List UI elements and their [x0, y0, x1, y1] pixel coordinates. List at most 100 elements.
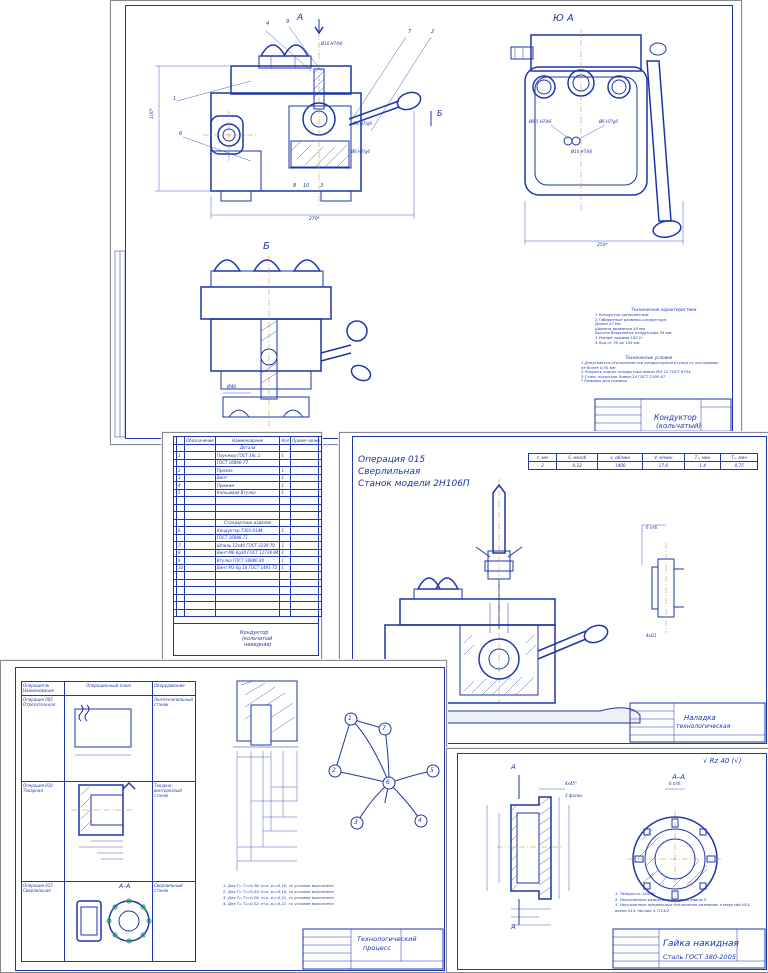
spec-name: Винт М3-6g 18 ГОСТ 1491-72: [214, 563, 281, 572]
jig-pos-3: 3: [320, 183, 324, 189]
spec-table: Обозначение Наименование Кол Приме-чание…: [173, 436, 322, 617]
jig-fit-6: Ø10 H7/k6: [571, 149, 593, 154]
spec-section-std: Стандартные изделия: [214, 518, 281, 527]
graph-node-1: 1: [348, 715, 352, 722]
spec-header-qty: Кол: [279, 436, 292, 445]
jig-subtitle: (кольчатый): [656, 422, 702, 430]
setup-op-name: Сверлильная: [358, 467, 421, 477]
graph-node-6: 6: [386, 779, 390, 786]
spec-name: Плунжер ГОСТ 16с.1: [214, 451, 281, 460]
nut-notes: 1. Твёрдость 130НВ 2. Неуказанные радиус…: [615, 891, 751, 913]
process-subtitle: процесс: [363, 944, 391, 952]
jig-dim-100: 100*: [149, 108, 155, 119]
nut-view-a-bottom: А: [511, 923, 516, 931]
tech-req-line: 1 Допускается отклонение оси кондукторно…: [581, 360, 719, 365]
spec-header-name: Наименование: [214, 436, 281, 445]
tech-req-line: 3 Сталь покрытия Ливна-24 ГОСТ 2190-87: [581, 373, 666, 379]
sheet-process: Операция № Наименование Операционный эск…: [0, 660, 447, 973]
jig-view-a-title: Ю А: [553, 13, 574, 24]
spec-header-note: Приме-чание: [290, 436, 322, 445]
tech-char-line: Высота Вешалевых кондуктора 35 мм: [595, 330, 672, 336]
process-drawing: [71, 680, 444, 970]
jig-fit-4: Ø6 H7/g6: [599, 119, 618, 124]
setup-subtitle: технологическая: [676, 723, 731, 730]
spec-title-block: Кондуктор (кольчатый накидная): [173, 623, 319, 656]
setup-sketch-dim-2: 4xΩ1: [646, 633, 657, 638]
sheet-setup: t, мм S, мм/об v, об/мин V, м/мин Tₒ, ми…: [339, 432, 768, 750]
process-section-aa: А–А: [119, 883, 131, 890]
spec-qty: 1: [279, 556, 292, 565]
jig-dim-d40: Ø40: [227, 385, 237, 390]
spec-name: Кондуктор 7303-0144: [214, 526, 281, 535]
spec-name: Кольцевая Втулка: [214, 488, 281, 497]
spec-subtitle: (кольчатый: [242, 636, 273, 642]
spec-pos: 8: [175, 548, 186, 557]
graph-node-3: 3: [354, 819, 358, 826]
jig-pos-2: 2: [431, 29, 435, 35]
jig-pos-4: 4: [266, 21, 270, 27]
spec-pos: 9: [175, 556, 186, 565]
sheet-specification: Обозначение Наименование Кол Приме-чание…: [162, 432, 322, 662]
tech-req-line: 2 Покрыть корпус кондуктора эмаль МЛ-12 …: [581, 369, 691, 375]
route-op-equip: Ленточнопильный станок: [152, 695, 196, 782]
nut-material: Сталь ГОСТ 380-2005: [663, 953, 736, 961]
setup-sketch-dim: 6 отб.: [646, 525, 659, 530]
tech-char-line: 3 Усилие зажима 162 Н: [595, 334, 642, 340]
nut-note: 3. Неуказанные предельные отклонения раз…: [615, 902, 751, 907]
mode-value: 0,75: [720, 461, 758, 470]
spec-pos: 10: [175, 563, 186, 572]
spec-name: Призма: [214, 466, 281, 475]
spec-pos: 2: [175, 466, 186, 475]
setup-mode-table: t, мм S, мм/об v, об/мин V, м/мин Tₒ, ми…: [528, 453, 758, 470]
jig-tech-req-list: 1 Допускается отклонение оси кондукторно…: [581, 360, 719, 384]
nut-roughness: √ Rz 40 (√): [703, 757, 742, 765]
jig-pos-8: 8: [293, 183, 297, 189]
spec-qty: 1: [279, 466, 292, 475]
route-op-equip: Сверлильный станок: [152, 881, 196, 962]
jig-tech-char-list: 1 Кондуктор однокантный 2 Габаритные раз…: [595, 312, 672, 345]
sheet-jig-assembly: А Ю А Б Б 4 9 7 2 1 6 8 10 3 Ø10 H7/h6 Ø…: [110, 0, 742, 445]
graph-node-2: 2: [332, 767, 336, 774]
spec-pos: 7: [175, 541, 186, 550]
spec-qty: 1: [279, 548, 292, 557]
jig-pos-1: 1: [173, 96, 177, 102]
process-note: 1. Для T₁: T₁=0,36; m.к. p₀=0,16, то усл…: [223, 883, 334, 888]
spec-header-designation: Обозначение: [184, 436, 216, 445]
jig-tech-char-title: Технические характеристики: [631, 307, 697, 312]
spec-subtitle-2: накидная): [244, 642, 272, 648]
jig-section-b-label: Б: [437, 109, 443, 118]
graph-node-7: 7: [382, 725, 386, 732]
mode-value: 1400: [597, 461, 644, 470]
spec-name: Втулка ГОСТ 18080-90: [214, 556, 281, 565]
jig-pos-6: 6: [179, 131, 183, 137]
process-route-table: Операция № Наименование Операционный эск…: [21, 681, 196, 962]
jig-pos-9: 9: [286, 19, 290, 25]
mode-value: 2: [528, 461, 557, 470]
nut-note: валов h14, прочих ± IT14/2: [615, 907, 670, 913]
jig-drawing: [114, 19, 732, 438]
process-note: 2. Для T₂: T₂=0,43; m.к. p₀=0,16, то усл…: [223, 889, 334, 894]
spec-qty: 1: [279, 541, 292, 550]
spec-qty: 1: [279, 451, 292, 460]
jig-fit-1: Ø10 H7/h6: [321, 41, 343, 46]
jig-pos-10: 10: [303, 183, 310, 189]
jig-dim-250: 250*: [597, 243, 608, 248]
spec-pos: 4: [175, 481, 186, 490]
jig-title: Кондуктор: [654, 413, 697, 422]
spec-pos: 1: [175, 451, 186, 460]
setup-frame: [352, 436, 767, 744]
jig-dim-270: 270*: [309, 217, 320, 222]
setup-title: Наладка: [684, 714, 716, 722]
nut-view-a-top: А: [511, 763, 516, 771]
process-title: Технологический: [357, 935, 417, 943]
tech-char-line: 1 Кондуктор однокантный: [595, 312, 649, 317]
nut-section-aa: А–А: [672, 773, 686, 781]
tech-char-line: Длина 27 мм: [595, 321, 621, 327]
graph-node-5: 5: [430, 767, 434, 774]
spec-name: ГОСТ 16888-71: [214, 533, 281, 542]
tech-char-line: 2 Габаритные размеры кондуктора: [595, 316, 666, 322]
graph-node-4: 4: [418, 817, 422, 824]
route-op-name: Операция 015 Сверлильная: [21, 881, 65, 962]
spec-pos: 5: [175, 488, 186, 497]
spec-name: Винт М6-6g30 ГОСТ 11738-84: [214, 548, 281, 557]
